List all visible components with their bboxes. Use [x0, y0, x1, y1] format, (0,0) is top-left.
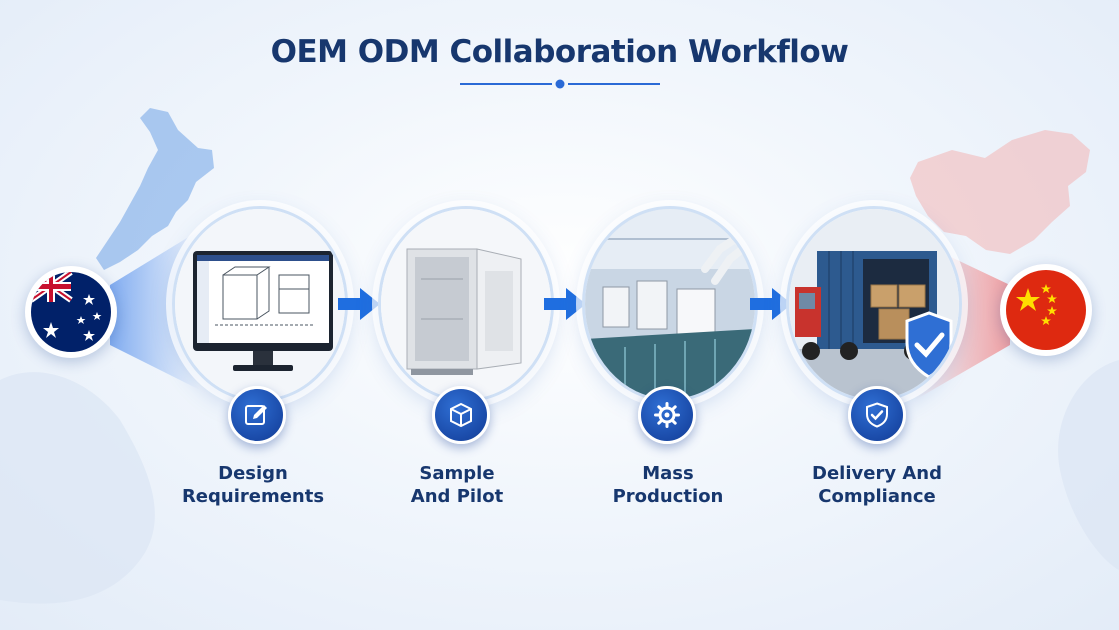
china-map [910, 130, 1090, 254]
delivery-badge [848, 386, 906, 444]
step-photo-frame [378, 206, 554, 402]
box-icon [450, 402, 472, 428]
step-design-requirements [172, 206, 352, 444]
flow-arrow-1 [338, 288, 380, 320]
step-photo-frame [582, 206, 758, 402]
step-photo-frame [172, 206, 348, 402]
metal-cabinet-image [381, 209, 551, 399]
step-delivery-and-compliance [786, 206, 966, 444]
step-label-sample: Sample And Pilot [357, 462, 557, 508]
sample-badge [432, 386, 490, 444]
design-badge [228, 386, 286, 444]
page-title: OEM ODM Collaboration Workflow [270, 34, 849, 70]
australia-flag-icon [31, 272, 111, 352]
flow-arrow-3 [750, 288, 792, 320]
step-label-line2: Requirements [181, 486, 325, 507]
flow-arrow-2 [544, 288, 586, 320]
container-truck-image [789, 209, 959, 399]
step-sample-and-pilot [378, 206, 558, 444]
step-label-line1: Design [218, 463, 288, 484]
step-photo-frame [786, 206, 962, 402]
world-map-right [1058, 360, 1119, 570]
factory-line-image [585, 209, 755, 399]
step-label-production: Mass Production [568, 462, 768, 508]
title-divider [460, 79, 660, 89]
step-label-design: Design Requirements [153, 462, 353, 508]
step-mass-production [582, 206, 762, 444]
step-label-line2: Production [612, 486, 724, 507]
computer-monitor-image [175, 209, 345, 399]
production-badge [638, 386, 696, 444]
new-zealand-map [96, 108, 214, 270]
china-flag [1000, 264, 1092, 356]
pencil-edit-icon [245, 405, 267, 425]
step-label-delivery: Delivery And Compliance [777, 462, 977, 508]
step-label-line1: Sample [419, 463, 495, 484]
gear-icon [654, 402, 680, 428]
step-label-line2: Compliance [818, 486, 936, 507]
world-map-left [0, 372, 155, 604]
shield-check-icon [866, 402, 888, 428]
step-label-line1: Mass [642, 463, 694, 484]
step-label-line2: And Pilot [410, 486, 504, 507]
step-label-line1: Delivery And [812, 463, 942, 484]
australia-flag [25, 266, 117, 358]
china-flag-icon [1006, 270, 1086, 350]
